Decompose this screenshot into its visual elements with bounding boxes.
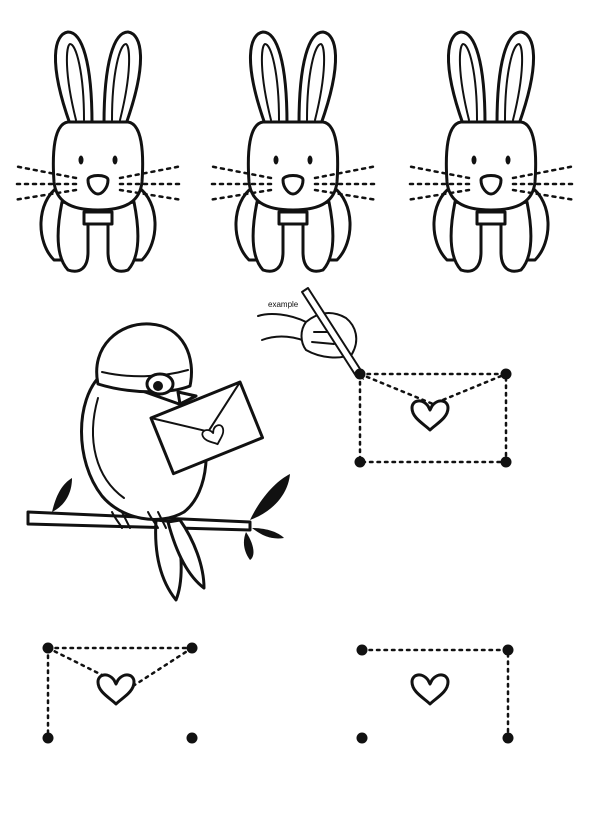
rabbit-icon [207, 30, 379, 273]
heart-icon [96, 673, 136, 706]
branch-icon [26, 474, 290, 560]
pencil-hand-icon: example [257, 287, 364, 380]
rabbit-icon [12, 30, 184, 273]
rabbit-icon [405, 30, 577, 273]
heart-icon [410, 399, 450, 432]
bird-icon [80, 322, 208, 602]
example-label: example [268, 300, 299, 309]
envelope-icon [42, 642, 198, 744]
heart-icon [410, 673, 450, 706]
envelope-icon [149, 380, 264, 476]
envelope-icon [356, 644, 514, 744]
envelope-icon [354, 368, 512, 468]
